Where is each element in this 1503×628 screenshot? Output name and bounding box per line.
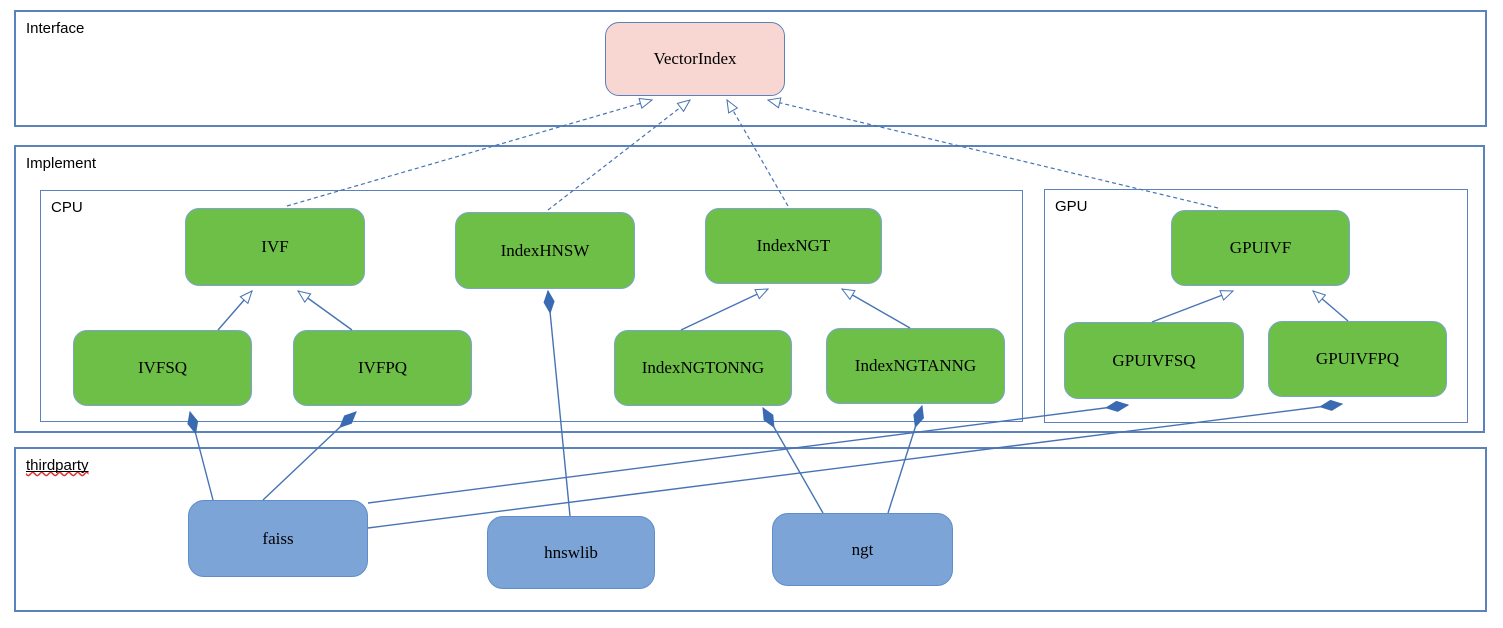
node-faiss: faiss <box>188 500 368 577</box>
node-indexngtanng: IndexNGTANNG <box>826 328 1005 404</box>
node-ivfpq: IVFPQ <box>293 330 472 406</box>
node-hnswlib: hnswlib <box>487 516 655 589</box>
node-ivf: IVF <box>185 208 365 286</box>
container-gpu-label: GPU <box>1055 198 1088 215</box>
node-indexngtonng: IndexNGTONNG <box>614 330 792 406</box>
container-thirdparty-label: thirdparty <box>26 457 89 474</box>
node-vectorindex: VectorIndex <box>605 22 785 96</box>
node-gpuivfsq: GPUIVFSQ <box>1064 322 1244 399</box>
container-implement-label: Implement <box>26 155 97 172</box>
node-indexhnsw: IndexHNSW <box>455 212 635 289</box>
node-gpuivf: GPUIVF <box>1171 210 1350 286</box>
node-gpuivfpq: GPUIVFPQ <box>1268 321 1447 397</box>
node-ngt: ngt <box>772 513 953 586</box>
container-cpu-label: CPU <box>51 199 83 216</box>
node-indexngt: IndexNGT <box>705 208 882 284</box>
container-interface-label: Interface <box>26 20 85 37</box>
container-thirdparty-label-text: thirdparty <box>26 457 89 474</box>
node-ivfsq: IVFSQ <box>73 330 252 406</box>
